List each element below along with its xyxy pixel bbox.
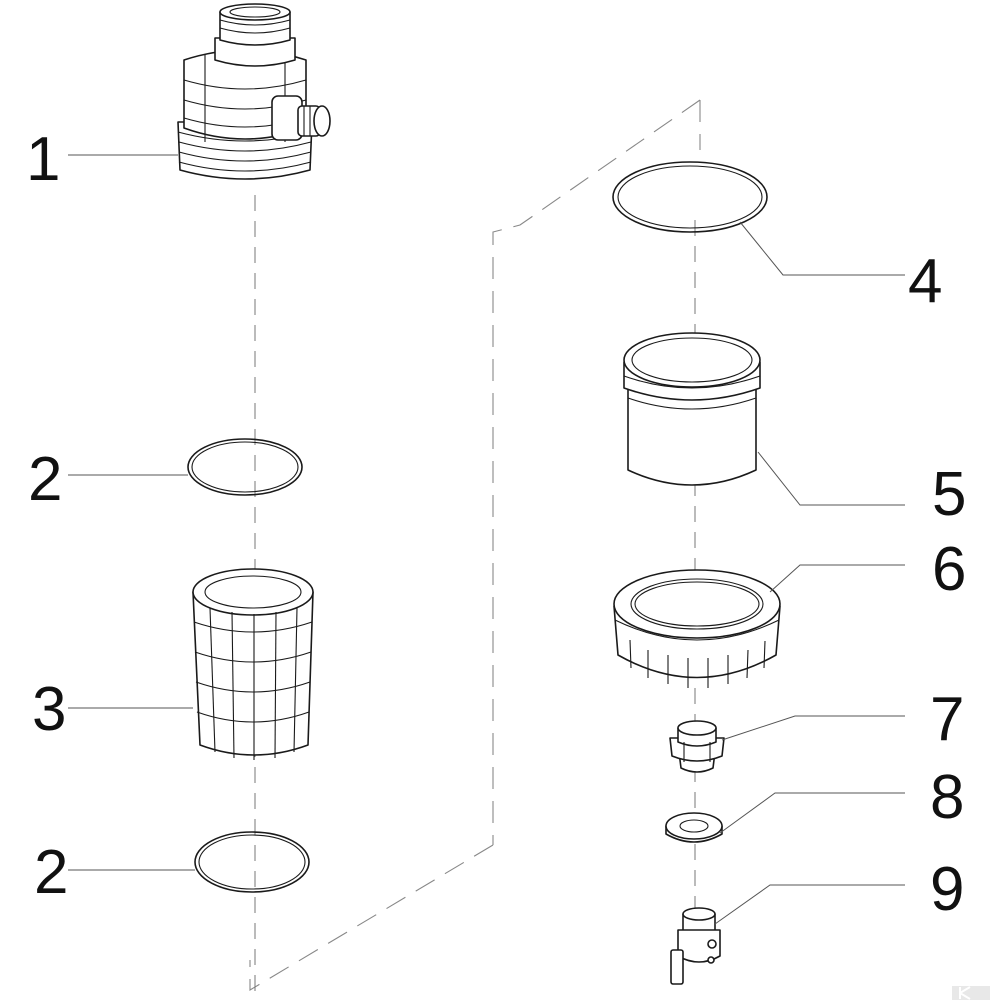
callout-8: 8 <box>930 763 964 832</box>
callout-3: 3 <box>32 675 66 744</box>
callout-2-lower: 2 <box>34 838 68 907</box>
part-5-bowl <box>623 332 761 486</box>
part-2-o-ring-upper <box>187 438 303 496</box>
callout-7: 7 <box>930 685 964 754</box>
callout-4: 4 <box>908 247 942 316</box>
part-2-o-ring-lower <box>194 831 310 893</box>
k-logo-icon <box>952 986 990 1000</box>
housing-outline <box>249 99 701 991</box>
part-7-plug-fitting <box>669 720 725 773</box>
callout-9: 9 <box>930 855 964 924</box>
callout-5: 5 <box>932 460 966 529</box>
callout-2-upper: 2 <box>28 445 62 514</box>
part-1-filter-head <box>177 3 331 180</box>
callout-1: 1 <box>26 125 60 194</box>
part-6-ring-nut <box>613 569 781 688</box>
part-8-washer <box>665 812 723 843</box>
part-4-o-ring-large <box>612 161 768 233</box>
callout-6: 6 <box>932 535 966 604</box>
part-3-strainer-cage <box>192 568 314 760</box>
leader-lines <box>68 154 905 925</box>
part-9-drain-valve <box>670 907 721 985</box>
